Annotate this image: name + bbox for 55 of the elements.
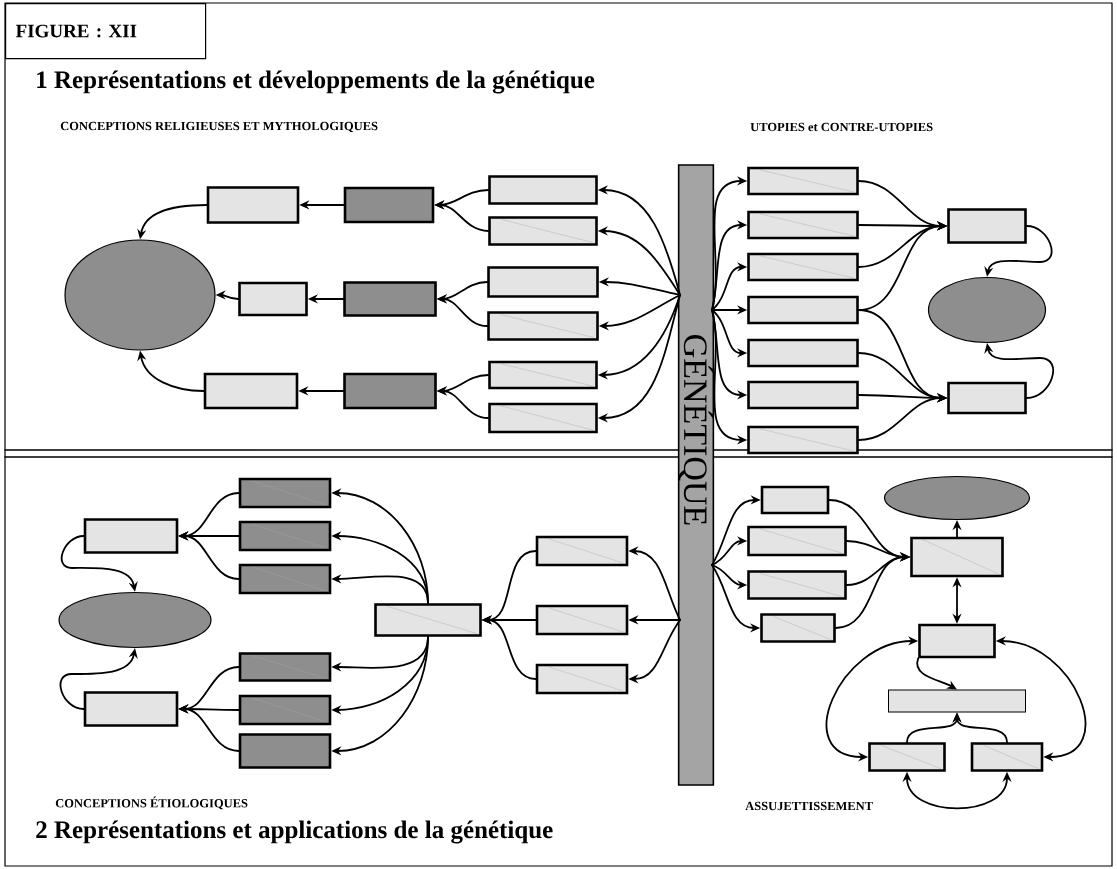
box [488, 402, 598, 434]
box [747, 210, 859, 240]
box [83, 691, 179, 727]
box [343, 281, 437, 317]
section-label: UTOPIES et CONTRE-UTOPIES [750, 122, 933, 132]
box [868, 742, 946, 772]
section-label: CONCEPTIONS ÉTIOLOGIQUES [55, 796, 248, 810]
box [487, 311, 599, 341]
ellipse [883, 475, 1031, 521]
ellipse [927, 276, 1047, 344]
box [535, 663, 629, 695]
title-box: FIGURE : XII [5, 3, 207, 60]
box [238, 477, 332, 509]
box [238, 652, 332, 682]
box [970, 742, 1044, 772]
box [747, 338, 859, 368]
heading: 2 Représentations et applications de la génétique [36, 820, 553, 844]
box [488, 175, 598, 205]
box [487, 266, 599, 298]
section-label: ASSUJETTISSEMENT [745, 801, 873, 811]
heading: 1 Représentations et développements de la génétique [37, 70, 595, 94]
box [760, 485, 830, 515]
box [747, 252, 859, 282]
box [488, 360, 598, 390]
section-label: CONCEPTIONS RELIGIEUSES ET MYTHOLOGIQUES [60, 121, 378, 133]
box [238, 281, 308, 317]
box [238, 563, 332, 595]
box [203, 372, 299, 410]
box [747, 570, 847, 600]
box [238, 520, 332, 552]
box [238, 694, 332, 726]
box [343, 186, 435, 224]
box [747, 525, 847, 557]
box [206, 186, 300, 224]
box [747, 380, 859, 410]
ellipse [58, 591, 212, 649]
box [374, 603, 482, 637]
box [747, 166, 859, 196]
box [343, 372, 437, 410]
box [760, 613, 836, 643]
box [747, 425, 859, 455]
box [83, 518, 179, 554]
box [910, 536, 1004, 578]
box [535, 604, 629, 636]
box [747, 295, 859, 325]
vertical-bar: GÉNÉTIQUE [677, 164, 715, 786]
box [888, 689, 1026, 713]
box [947, 381, 1027, 415]
box [918, 623, 996, 659]
box [535, 535, 629, 567]
arrow [916, 657, 957, 690]
box [947, 208, 1027, 244]
box [488, 216, 598, 246]
box [238, 733, 332, 769]
ellipse [64, 239, 216, 351]
